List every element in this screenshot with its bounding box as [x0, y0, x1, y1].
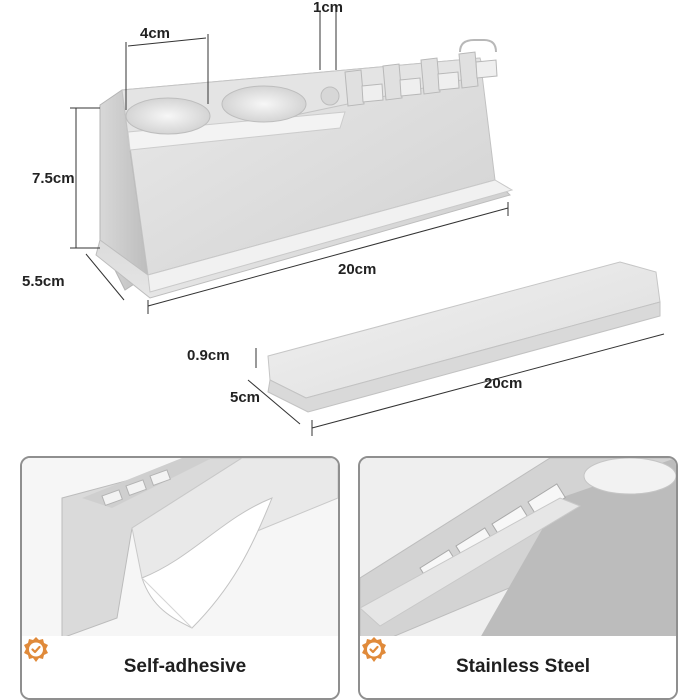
tray-edge: [267, 301, 661, 413]
feature-label: Stainless Steel: [455, 656, 591, 677]
holder-dimension-lines: [70, 12, 509, 314]
feature-panel-self-adhesive: Self-adhesive: [20, 456, 340, 700]
holder-front-lip: [147, 179, 514, 293]
steel-closeup-illustration: [360, 458, 676, 638]
holder-and-tray-illustration: [70, 12, 665, 436]
feature-label: Self-adhesive: [123, 656, 247, 677]
adhesive-closeup-illustration: [22, 458, 338, 638]
holder-round-hole: [125, 97, 211, 135]
holder-slot-gap-label: 1cm: [313, 0, 344, 16]
tray-width-label: 5cm: [230, 389, 261, 406]
check-badge-icon: [362, 637, 386, 662]
feature-caption: Stainless Steel: [360, 636, 676, 698]
tray-thickness-label: 0.9cm: [187, 347, 230, 364]
check-badge-icon: [24, 637, 48, 662]
holder-round-hole: [221, 85, 307, 123]
feature-caption: Self-adhesive: [22, 636, 338, 698]
tray-dimension-lines: [247, 333, 665, 436]
tray-length-label: 20cm: [484, 375, 523, 392]
holder-small-hole: [320, 86, 340, 106]
holder-length-label: 20cm: [338, 261, 377, 278]
holder-top-shelf-front: [127, 111, 346, 151]
holder-slot-width-label: 4cm: [140, 25, 171, 42]
holder-height-label: 7.5cm: [32, 170, 75, 187]
feature-panel-stainless-steel: Stainless Steel: [358, 456, 678, 700]
holder-depth-label: 5.5cm: [22, 273, 65, 290]
holder-slot-fingers: [344, 39, 498, 107]
